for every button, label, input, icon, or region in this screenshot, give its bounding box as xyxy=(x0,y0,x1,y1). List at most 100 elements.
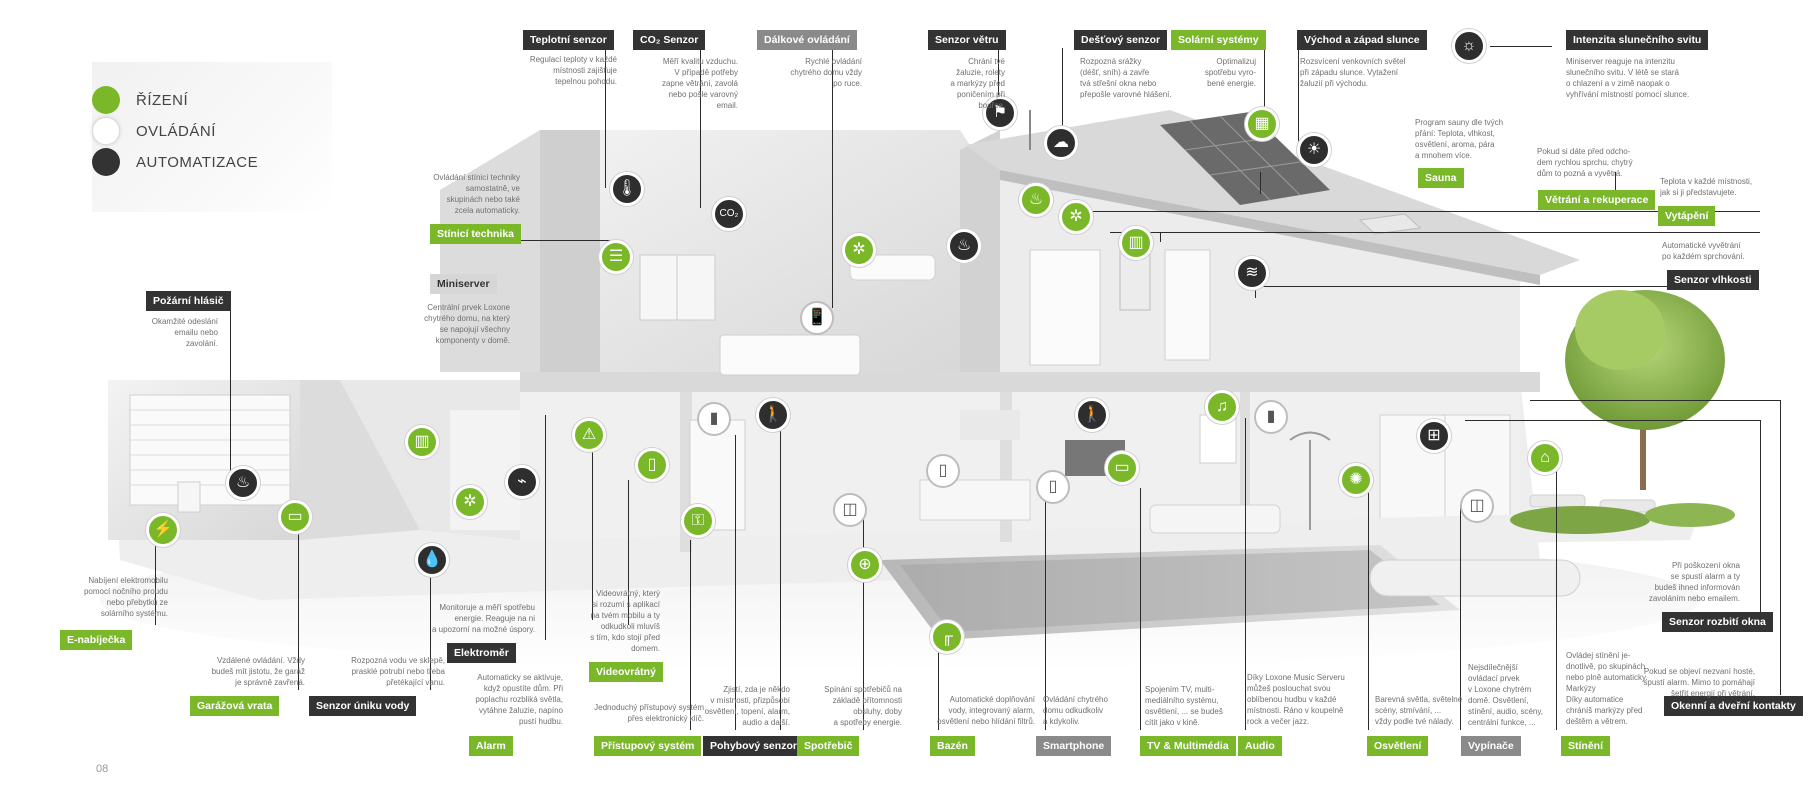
page-number: 08 xyxy=(96,763,109,775)
label-videovratny: Videovrátný xyxy=(589,662,663,682)
radiator-icon: ▥ xyxy=(1119,226,1153,260)
label-teplotni-senzor: Teplotní senzor xyxy=(523,30,614,50)
tv-icon: ▭ xyxy=(1105,451,1139,485)
label-vychod-zapad: Východ a západ slunce xyxy=(1297,30,1427,50)
solar-panel-icon: ▦ xyxy=(1245,107,1279,141)
label-alarm: Alarm xyxy=(469,736,513,756)
motion-sensor-living-icon: 🚶 xyxy=(1075,398,1109,432)
humidity-icon: ≋ xyxy=(1235,256,1269,290)
garage-door-icon: ▭ xyxy=(278,500,312,534)
desc-garazova-vrata: Vzdálené ovládání. Vždy budeš mít jistot… xyxy=(211,656,305,687)
light-bulb-icon: ✺ xyxy=(1339,463,1373,497)
desc-senzor-rozbiti: Při poškození okna se spustí alarm a ty … xyxy=(1648,561,1740,603)
socket-icon: ⊕ xyxy=(848,548,882,582)
desc-alarm: Automaticky se aktivuje, když opustíte d… xyxy=(475,673,563,726)
legend-item-automatizace: AUTOMATIZACE xyxy=(92,148,258,176)
wall-switch-icon: ◫ xyxy=(833,493,867,527)
label-solarni-systemy: Solární systémy xyxy=(1171,30,1266,50)
desc-tv-multimedia: Spojením TV, multi- mediálního systému, … xyxy=(1145,685,1223,727)
desc-senzor-uniku-vody: Rozpozná vodu ve sklepě, prasklé potrubí… xyxy=(351,656,445,687)
sauna-icon: ♨ xyxy=(1019,183,1053,217)
desc-dalkove-ovladani: Rychlé ovládání chytrého domu vždy po ru… xyxy=(790,57,862,88)
label-audio: Audio xyxy=(1238,736,1282,756)
desc-destovy-senzor: Rozpozná srážky (déšť, sníh) a zavře tvá… xyxy=(1080,57,1172,99)
desc-okenni-kontakty: Pokud se objeví nezvaní hosté, spustí al… xyxy=(1643,667,1755,698)
label-destovy-senzor: Dešťový senzor xyxy=(1074,30,1168,50)
wind-icon: ⚑ xyxy=(983,96,1017,130)
label-co2-senzor: CO₂ Senzor xyxy=(633,30,706,50)
desc-pozarni-hlasic: Okamžité odeslání emailu nebo zavolání. xyxy=(151,317,218,348)
awning-icon: ⌂ xyxy=(1528,441,1562,475)
motion-sensor-icon: 🚶 xyxy=(756,398,790,432)
desc-vetrani: Pokud si dáte před odcho- dem rychlou sp… xyxy=(1537,147,1633,178)
label-miniserver: Miniserver xyxy=(430,274,497,294)
label-vytapeni: Vytápění xyxy=(1658,206,1716,226)
sunrise-icon: ☀ xyxy=(1297,133,1331,167)
pool-ladder-icon: ╓ xyxy=(930,620,964,654)
blinds-icon: ☰ xyxy=(599,240,633,274)
switch-icon: ◫ xyxy=(1460,489,1494,523)
desc-stinici-technika: Ovládání stínicí techniky samostatně, ve… xyxy=(433,173,520,215)
radiator-garage-icon: ▥ xyxy=(405,425,439,459)
ventilation-fan-icon: ✲ xyxy=(1059,200,1093,234)
desc-intenzita: Miniserver reaguje na intenzitu sluneční… xyxy=(1566,57,1690,99)
label-intenzita: Intenzita slunečního svitu xyxy=(1566,30,1709,50)
desc-stineni: Ovládej stínění je- dnotlivě, po skupiná… xyxy=(1566,651,1648,726)
remote-icon: 📱 xyxy=(800,301,834,335)
label-vypinace: Vypínače xyxy=(1461,736,1521,756)
label-pristupovy-system: Přístupový systém xyxy=(594,736,702,756)
fan-icon: ✲ xyxy=(842,233,876,267)
desc-pohybovy-senzor: Zjistí, zda je někdo v místnosti, přizpů… xyxy=(704,685,790,727)
label-smartphone: Smartphone xyxy=(1036,736,1112,756)
label-okenni-kontakty: Okenní a dveřní kontakty xyxy=(1664,696,1803,716)
legend-label: OVLÁDÁNÍ xyxy=(136,122,216,140)
label-dalkove-ovladani: Dálkové ovládání xyxy=(757,30,857,50)
legend-label: ŘÍZENÍ xyxy=(136,91,189,109)
desc-elektromer: Monitoruje a měří spotřebu energie. Reag… xyxy=(431,603,535,634)
legend-item-rizeni: ŘÍZENÍ xyxy=(92,86,188,114)
ev-charger-icon: ⚡ xyxy=(146,513,180,547)
label-stineni: Stínění xyxy=(1561,736,1611,756)
label-pozarni-hlasic: Požární hlásič xyxy=(146,291,231,311)
basement-fan-icon: ✲ xyxy=(453,485,487,519)
label-elektromer: Elektroměr xyxy=(447,643,516,663)
legend-dot-white xyxy=(92,117,120,145)
smartphone-icon: ▯ xyxy=(926,454,960,488)
desc-spotrebic: Spínání spotřebičů na základě přítomnost… xyxy=(824,685,902,727)
thermometer-icon: 🌡 xyxy=(610,172,644,206)
speaker-icon: ▮ xyxy=(1254,400,1288,434)
label-senzor-vlhkosti: Senzor vlhkosti xyxy=(1667,270,1759,290)
legend-dot-green xyxy=(92,86,120,114)
legend-item-ovladani: OVLÁDÁNÍ xyxy=(92,117,216,145)
desc-co2-senzor: Měří kvalitu vzduchu. V případě potřeby … xyxy=(661,57,738,110)
legend-dot-dark xyxy=(92,148,120,176)
label-pohybovy-senzor: Pohybový senzor xyxy=(703,736,804,756)
legend-label: AUTOMATIZACE xyxy=(136,153,259,171)
tablet-icon: ▯ xyxy=(1036,470,1070,504)
co2-icon: CO₂ xyxy=(712,197,746,231)
label-e-nabijecka: E-nabíječka xyxy=(60,630,133,650)
desc-miniserver: Centrální prvek Loxone chytrého domu, na… xyxy=(424,303,510,345)
label-sauna: Sauna xyxy=(1418,168,1464,188)
door-contact-icon: ▮ xyxy=(697,402,731,436)
desc-videovratny: Videovrátný, který si rozumí s aplikací … xyxy=(590,589,660,653)
music-note-icon: ♫ xyxy=(1205,390,1239,424)
desc-senzor-vetru: Chrání tvé žaluzie, rolety a markýzy pře… xyxy=(950,57,1005,110)
sun-icon: ☼ xyxy=(1452,29,1486,63)
energy-meter-icon: ⌁ xyxy=(505,465,539,499)
label-senzor-rozbiti: Senzor rozbití okna xyxy=(1662,612,1773,632)
flame-icon: ♨ xyxy=(947,229,981,263)
label-garazova-vrata: Garážová vrata xyxy=(190,696,280,716)
desc-osvetleni: Barevná světla, světelné scény, stmívání… xyxy=(1375,695,1463,726)
rain-cloud-icon: ☁ xyxy=(1044,126,1078,160)
label-vetrani: Větrání a rekuperace xyxy=(1538,190,1656,210)
desc-smartphone: Ovládání chytrého domu odkudkoliv a kdyk… xyxy=(1043,695,1108,726)
desc-sauna: Program sauny dle tvých přání: Teplota, … xyxy=(1415,118,1504,160)
desc-bazen: Automatické doplňování vody, integrovaný… xyxy=(937,695,1035,726)
intercom-icon: ▯ xyxy=(635,448,669,482)
key-icon: ⚿ xyxy=(681,504,715,538)
label-senzor-vetru: Senzor větru xyxy=(928,30,1006,50)
desc-audio: Díky Loxone Music Serveru můžeš poslouch… xyxy=(1247,673,1345,726)
alarm-icon: ⚠ xyxy=(572,418,606,452)
